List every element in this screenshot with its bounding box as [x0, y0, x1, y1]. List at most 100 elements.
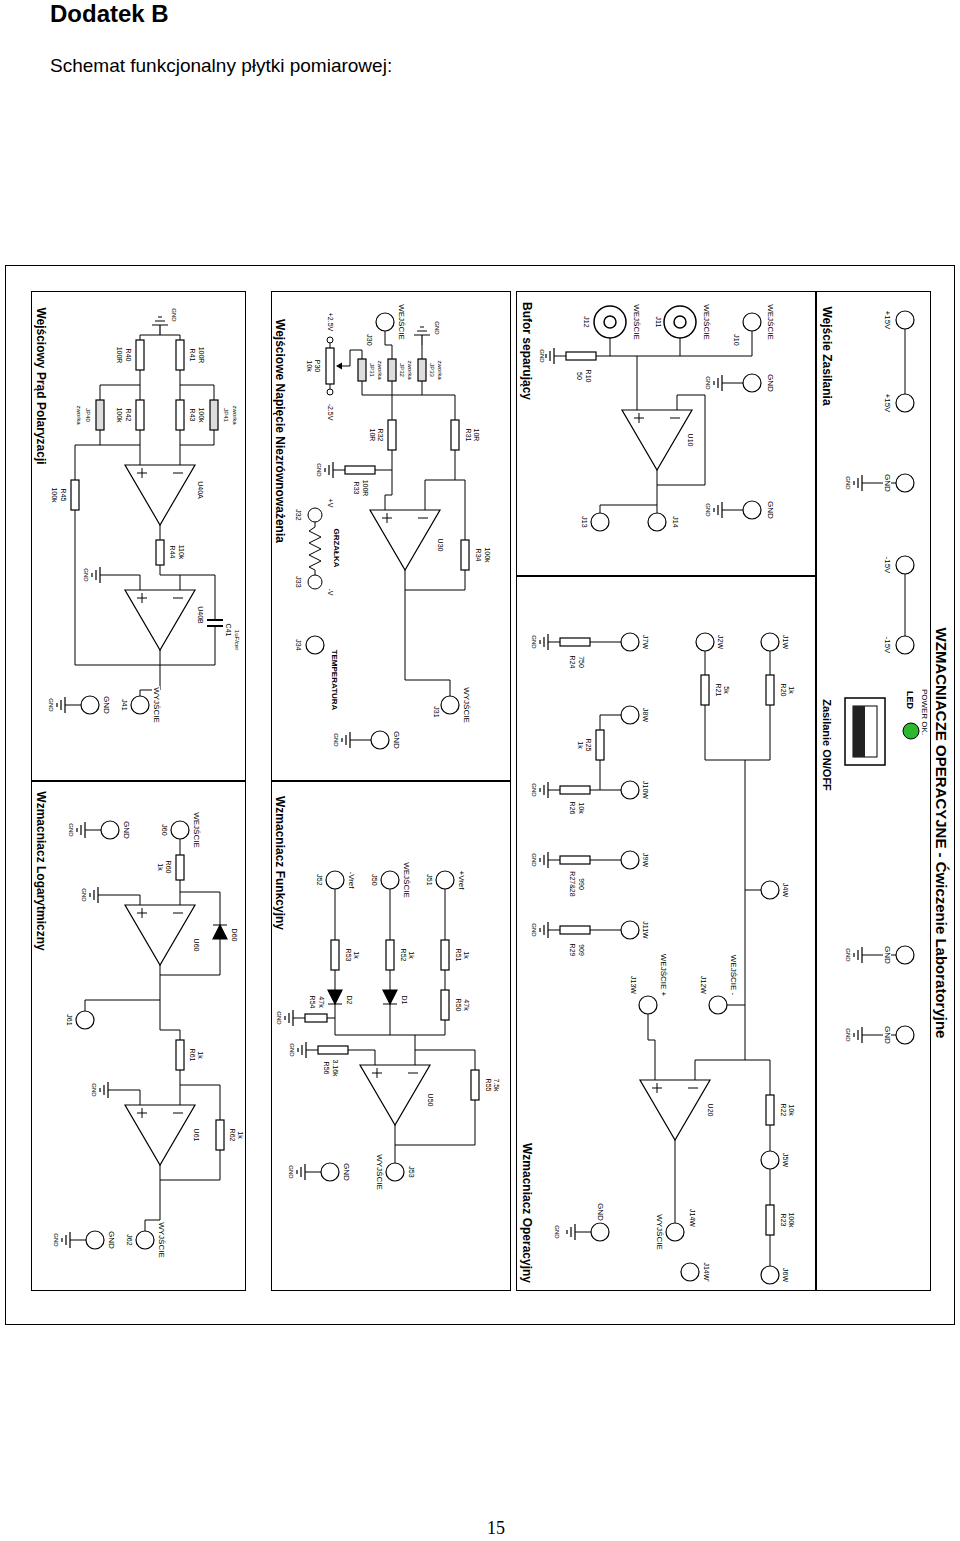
component-label: 110k: [178, 544, 185, 561]
schematic-circle: [327, 337, 333, 343]
component-label: 50: [576, 371, 583, 381]
schematic-path: [330, 331, 465, 740]
panel-title: Wejście Zasilania: [821, 305, 833, 406]
component-label: WYJŚCIE: [375, 1153, 383, 1191]
component-label: J52: [316, 873, 323, 886]
panel-title: Wejściowy Prąd Polaryzacji: [35, 306, 47, 465]
component-label: GND: [53, 1232, 59, 1247]
schematic-use: [57, 697, 77, 713]
component-label: R50: [455, 998, 462, 1013]
component-label: U40A: [197, 480, 204, 500]
component-label: 750: [578, 655, 585, 669]
schematic-use: [696, 633, 714, 651]
component-label: 100k: [484, 546, 491, 563]
schematic-circle: [308, 575, 322, 589]
component-label: 1k: [157, 862, 164, 871]
schematic-rect: [560, 786, 590, 794]
schematic-use: [540, 852, 560, 868]
component-label: 47k: [463, 998, 470, 1011]
component-label: 100k: [198, 406, 205, 423]
component-label: GND: [705, 502, 711, 517]
component-label: R54: [309, 995, 316, 1010]
component-label: R34: [475, 548, 482, 563]
schematic-use: [621, 851, 639, 869]
subtitle-text: Schemat funkcjonalny płytki pomiarowej:: [50, 56, 392, 75]
schematic-use: [383, 990, 397, 1004]
component-label: 1k: [788, 685, 795, 694]
diodes: [213, 925, 397, 1004]
schematic-path: [82, 830, 220, 1240]
component-label: J7W: [642, 634, 649, 650]
wiper-line: [342, 366, 346, 367]
schematic-circle: [327, 389, 333, 395]
schematic-path: [309, 522, 321, 575]
component-label: 1k: [353, 950, 360, 959]
component-label: D1: [401, 995, 408, 1006]
component-label: GRZAŁKA: [332, 527, 340, 568]
schematic-use: [896, 474, 914, 492]
component-label: 990: [578, 877, 585, 891]
component-label: POWER OK.: [920, 688, 928, 736]
component-label: zworka: [232, 404, 238, 425]
component-label: GND: [83, 567, 89, 582]
component-label: GND: [434, 320, 440, 335]
component-label: 47k: [318, 995, 325, 1008]
component-label: -Vref: [347, 870, 355, 889]
component-label: 10k: [306, 359, 313, 372]
schematic-rect: [388, 359, 396, 381]
schematic-rect: [766, 1095, 774, 1125]
schematic-use: [101, 821, 119, 839]
schematic-circle: [594, 306, 626, 338]
schematic-use: [622, 410, 692, 470]
schematic-use: [86, 1231, 104, 1249]
component-label: 100k: [788, 1211, 795, 1228]
schematic-path: [596, 331, 752, 513]
schematic-use: [298, 1042, 318, 1058]
component-label: GND: [288, 1164, 294, 1179]
schematic-use: [152, 317, 168, 335]
component-label: R56: [323, 1061, 330, 1076]
component-label: J11W: [642, 920, 649, 939]
panel-box: Wzmacniacz Funkcyjny: [271, 781, 511, 1291]
component-label: R33: [353, 481, 360, 496]
schematic-use: [621, 921, 639, 939]
schematic-rect: [766, 1205, 774, 1235]
schematic-circle: [664, 306, 696, 338]
schematic-use: [681, 1263, 699, 1281]
schematic-rect: [566, 352, 596, 360]
component-label: J10W: [642, 780, 649, 800]
schematic-use: [666, 1223, 684, 1241]
component-label: GND: [554, 1224, 560, 1239]
component-label: R25: [585, 738, 592, 753]
component-label: GND: [342, 1162, 350, 1182]
schematic-use: [62, 1232, 82, 1248]
panel-title: Wzmacniacz Logarytmiczny: [35, 790, 47, 951]
panel-box: Wzmacniacz Logarytmiczny: [31, 781, 246, 1291]
component-label: J51: [426, 873, 433, 886]
schematic-use: [896, 394, 914, 412]
schematic-use: [81, 696, 99, 714]
component-label: J10: [733, 333, 740, 346]
schematic-use: [591, 1223, 609, 1241]
component-label: J31: [433, 705, 440, 718]
component-label: R20: [780, 683, 787, 698]
component-label: 10k: [788, 1103, 795, 1116]
component-label: J1W: [782, 634, 789, 650]
component-label: 100k: [116, 406, 123, 423]
component-label: R21: [715, 683, 722, 698]
component-label: zworka: [407, 359, 413, 380]
capacitor-symbol: [207, 620, 223, 626]
component-label: R61: [189, 1048, 196, 1063]
component-label: J14W: [689, 1208, 696, 1228]
component-label: J34: [295, 638, 302, 651]
component-label: R53: [345, 948, 352, 963]
component-label: U50: [427, 1093, 434, 1108]
component-label: JP31: [369, 362, 375, 378]
schematic-use: [714, 502, 734, 518]
schematic-rect: [176, 400, 184, 430]
schematic-use: [370, 510, 440, 570]
opamps: [125, 410, 710, 1165]
component-label: P30: [314, 359, 321, 373]
component-label: R45: [60, 488, 67, 503]
